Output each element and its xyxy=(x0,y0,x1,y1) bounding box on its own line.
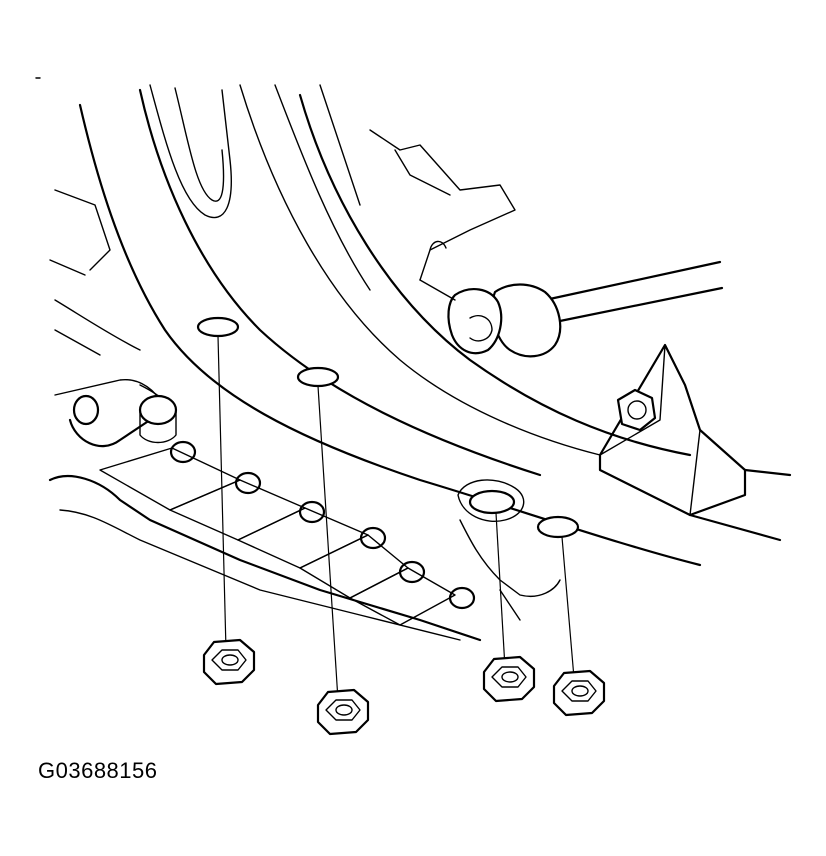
flange-nut-1 xyxy=(202,638,256,686)
bolt-hole-4 xyxy=(536,515,580,679)
flange-nut-3 xyxy=(482,655,536,703)
upper-mechanism xyxy=(369,129,516,301)
louvered-plate xyxy=(99,447,456,626)
link-rod xyxy=(447,260,724,358)
bolt-hole-3 xyxy=(457,479,525,669)
bolt-hole-1 xyxy=(196,316,240,651)
flange-nut-4 xyxy=(552,669,606,717)
bracket-bolt xyxy=(616,388,657,432)
mounting-bracket xyxy=(598,343,792,542)
bolt-hole-2 xyxy=(296,366,340,701)
crossmember-body xyxy=(78,84,702,567)
flange-nut-2 xyxy=(316,688,370,736)
figure-code: G03688156 xyxy=(38,758,158,783)
housing-studs xyxy=(72,394,476,610)
